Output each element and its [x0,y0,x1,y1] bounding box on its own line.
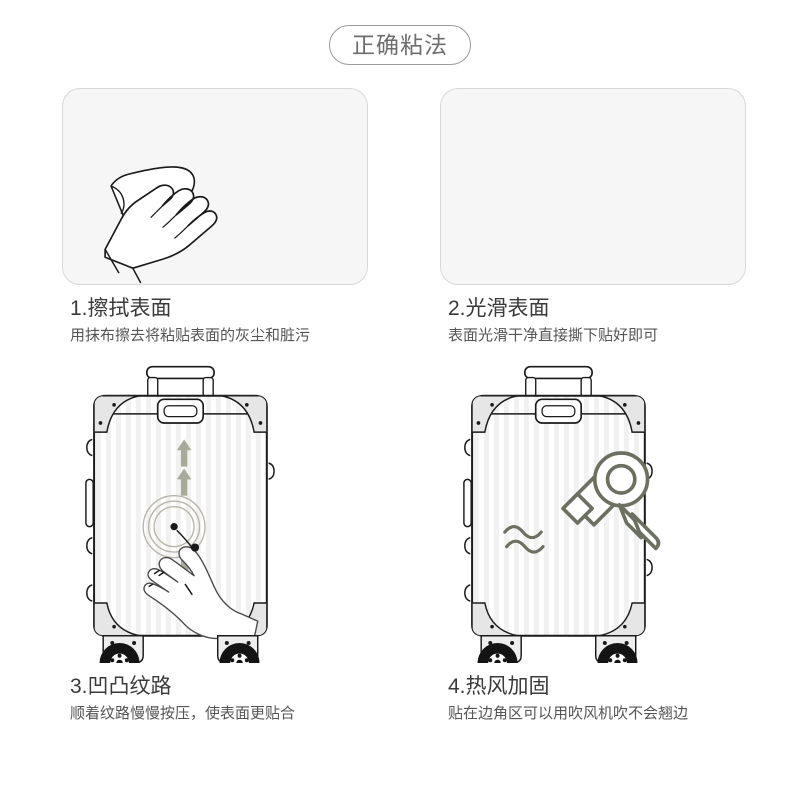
illustration-panel-hot-air [440,363,746,663]
step-title-3: 3.凹凸纹路 [70,675,172,698]
suitcase-hair-dryer-icon [463,365,661,663]
illustration-panel-wipe-surface [62,88,368,285]
hand-wiping-cloth-icon [104,166,218,284]
page-title-pill: 正确粘法 [329,25,471,65]
step-card-3: 3.凹凸纹路 顺着纹路慢慢按压，使表面更贴合 [62,363,368,725]
step-caption-3: 3.凹凸纹路 顺着纹路慢慢按压，使表面更贴合 [62,673,368,725]
step-desc-3: 顺着纹路慢慢按压，使表面更贴合 [70,705,296,723]
step-desc-4: 贴在边角区可以用吹风机吹不会翘边 [448,705,689,723]
suitcase-press-arrows-icon [85,365,275,663]
step-desc-2: 表面光滑干净直接撕下贴好即可 [448,327,659,345]
step-desc-1: 用抹布擦去将粘贴表面的灰尘和脏污 [70,327,311,345]
step-card-1: 1.擦拭表面 用抹布擦去将粘贴表面的灰尘和脏污 [62,88,368,347]
step-caption-4: 4.热风加固 贴在边角区可以用吹风机吹不会翘边 [440,673,746,725]
illustration-panel-ribbed-texture [62,363,368,663]
step-card-4: 4.热风加固 贴在边角区可以用吹风机吹不会翘边 [440,363,746,725]
illustration-panel-smooth-surface [440,88,746,285]
step-title-2: 2.光滑表面 [448,297,550,320]
page-title: 正确粘法 [352,31,448,58]
step-title-1: 1.擦拭表面 [70,297,172,320]
step-title-4: 4.热风加固 [448,675,550,698]
step-caption-2: 2.光滑表面 表面光滑干净直接撕下贴好即可 [440,295,746,347]
step-caption-1: 1.擦拭表面 用抹布擦去将粘贴表面的灰尘和脏污 [62,295,368,347]
step-card-2: 2.光滑表面 表面光滑干净直接撕下贴好即可 [440,88,746,347]
blank-smooth-surface-icon [441,89,745,284]
